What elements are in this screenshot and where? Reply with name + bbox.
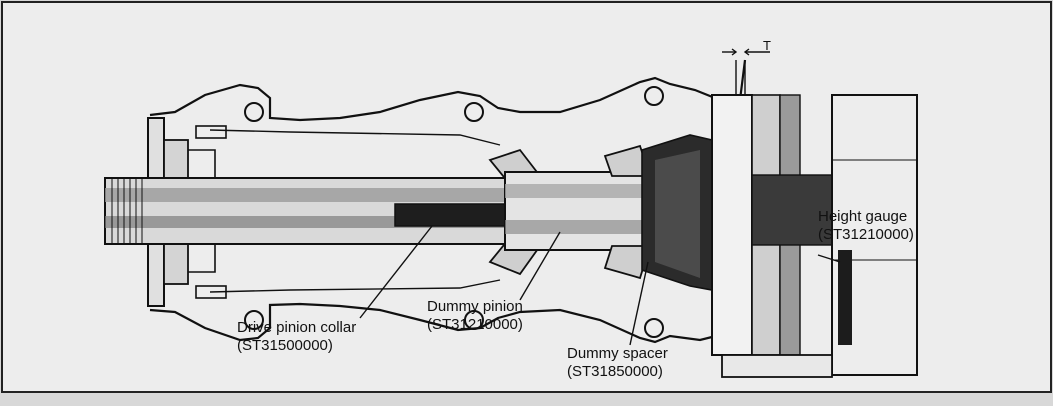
leader-height-gauge	[817, 254, 841, 263]
leader-drive-pinion-collar	[359, 225, 433, 319]
callout-height-gauge: Height gauge (ST31210000)	[818, 208, 914, 244]
bolt-holes	[244, 86, 664, 338]
drive-pinion-collar-part-number: (ST31500000)	[237, 337, 333, 354]
callout-dummy-pinion: Dummy pinion (ST31210000)	[427, 298, 523, 334]
dimension-t	[722, 48, 770, 96]
dummy-pinion-part-number: (ST31210000)	[427, 316, 523, 333]
callout-dummy-spacer: Dummy spacer (ST31850000)	[567, 345, 668, 381]
leader-dummy-pinion	[519, 231, 561, 301]
dummy-spacer-name: Dummy spacer	[567, 345, 668, 362]
dummy-pinion-name: Dummy pinion	[427, 298, 523, 315]
callout-drive-pinion-collar: Drive pinion collar (ST31500000)	[237, 319, 356, 355]
dummy-pinion	[504, 144, 652, 280]
gear-carrier-housing-upper	[149, 59, 747, 122]
dummy-spacer-part-number: (ST31850000)	[567, 363, 663, 380]
drive-pinion-collar-name: Drive pinion collar	[237, 319, 357, 336]
height-gauge-part-number: (ST31210000)	[818, 226, 914, 243]
leader-dummy-spacer	[629, 261, 649, 346]
height-gauge-name: Height gauge	[818, 208, 908, 225]
height-gauge	[711, 94, 918, 378]
dimension-t-label: T	[763, 38, 771, 53]
